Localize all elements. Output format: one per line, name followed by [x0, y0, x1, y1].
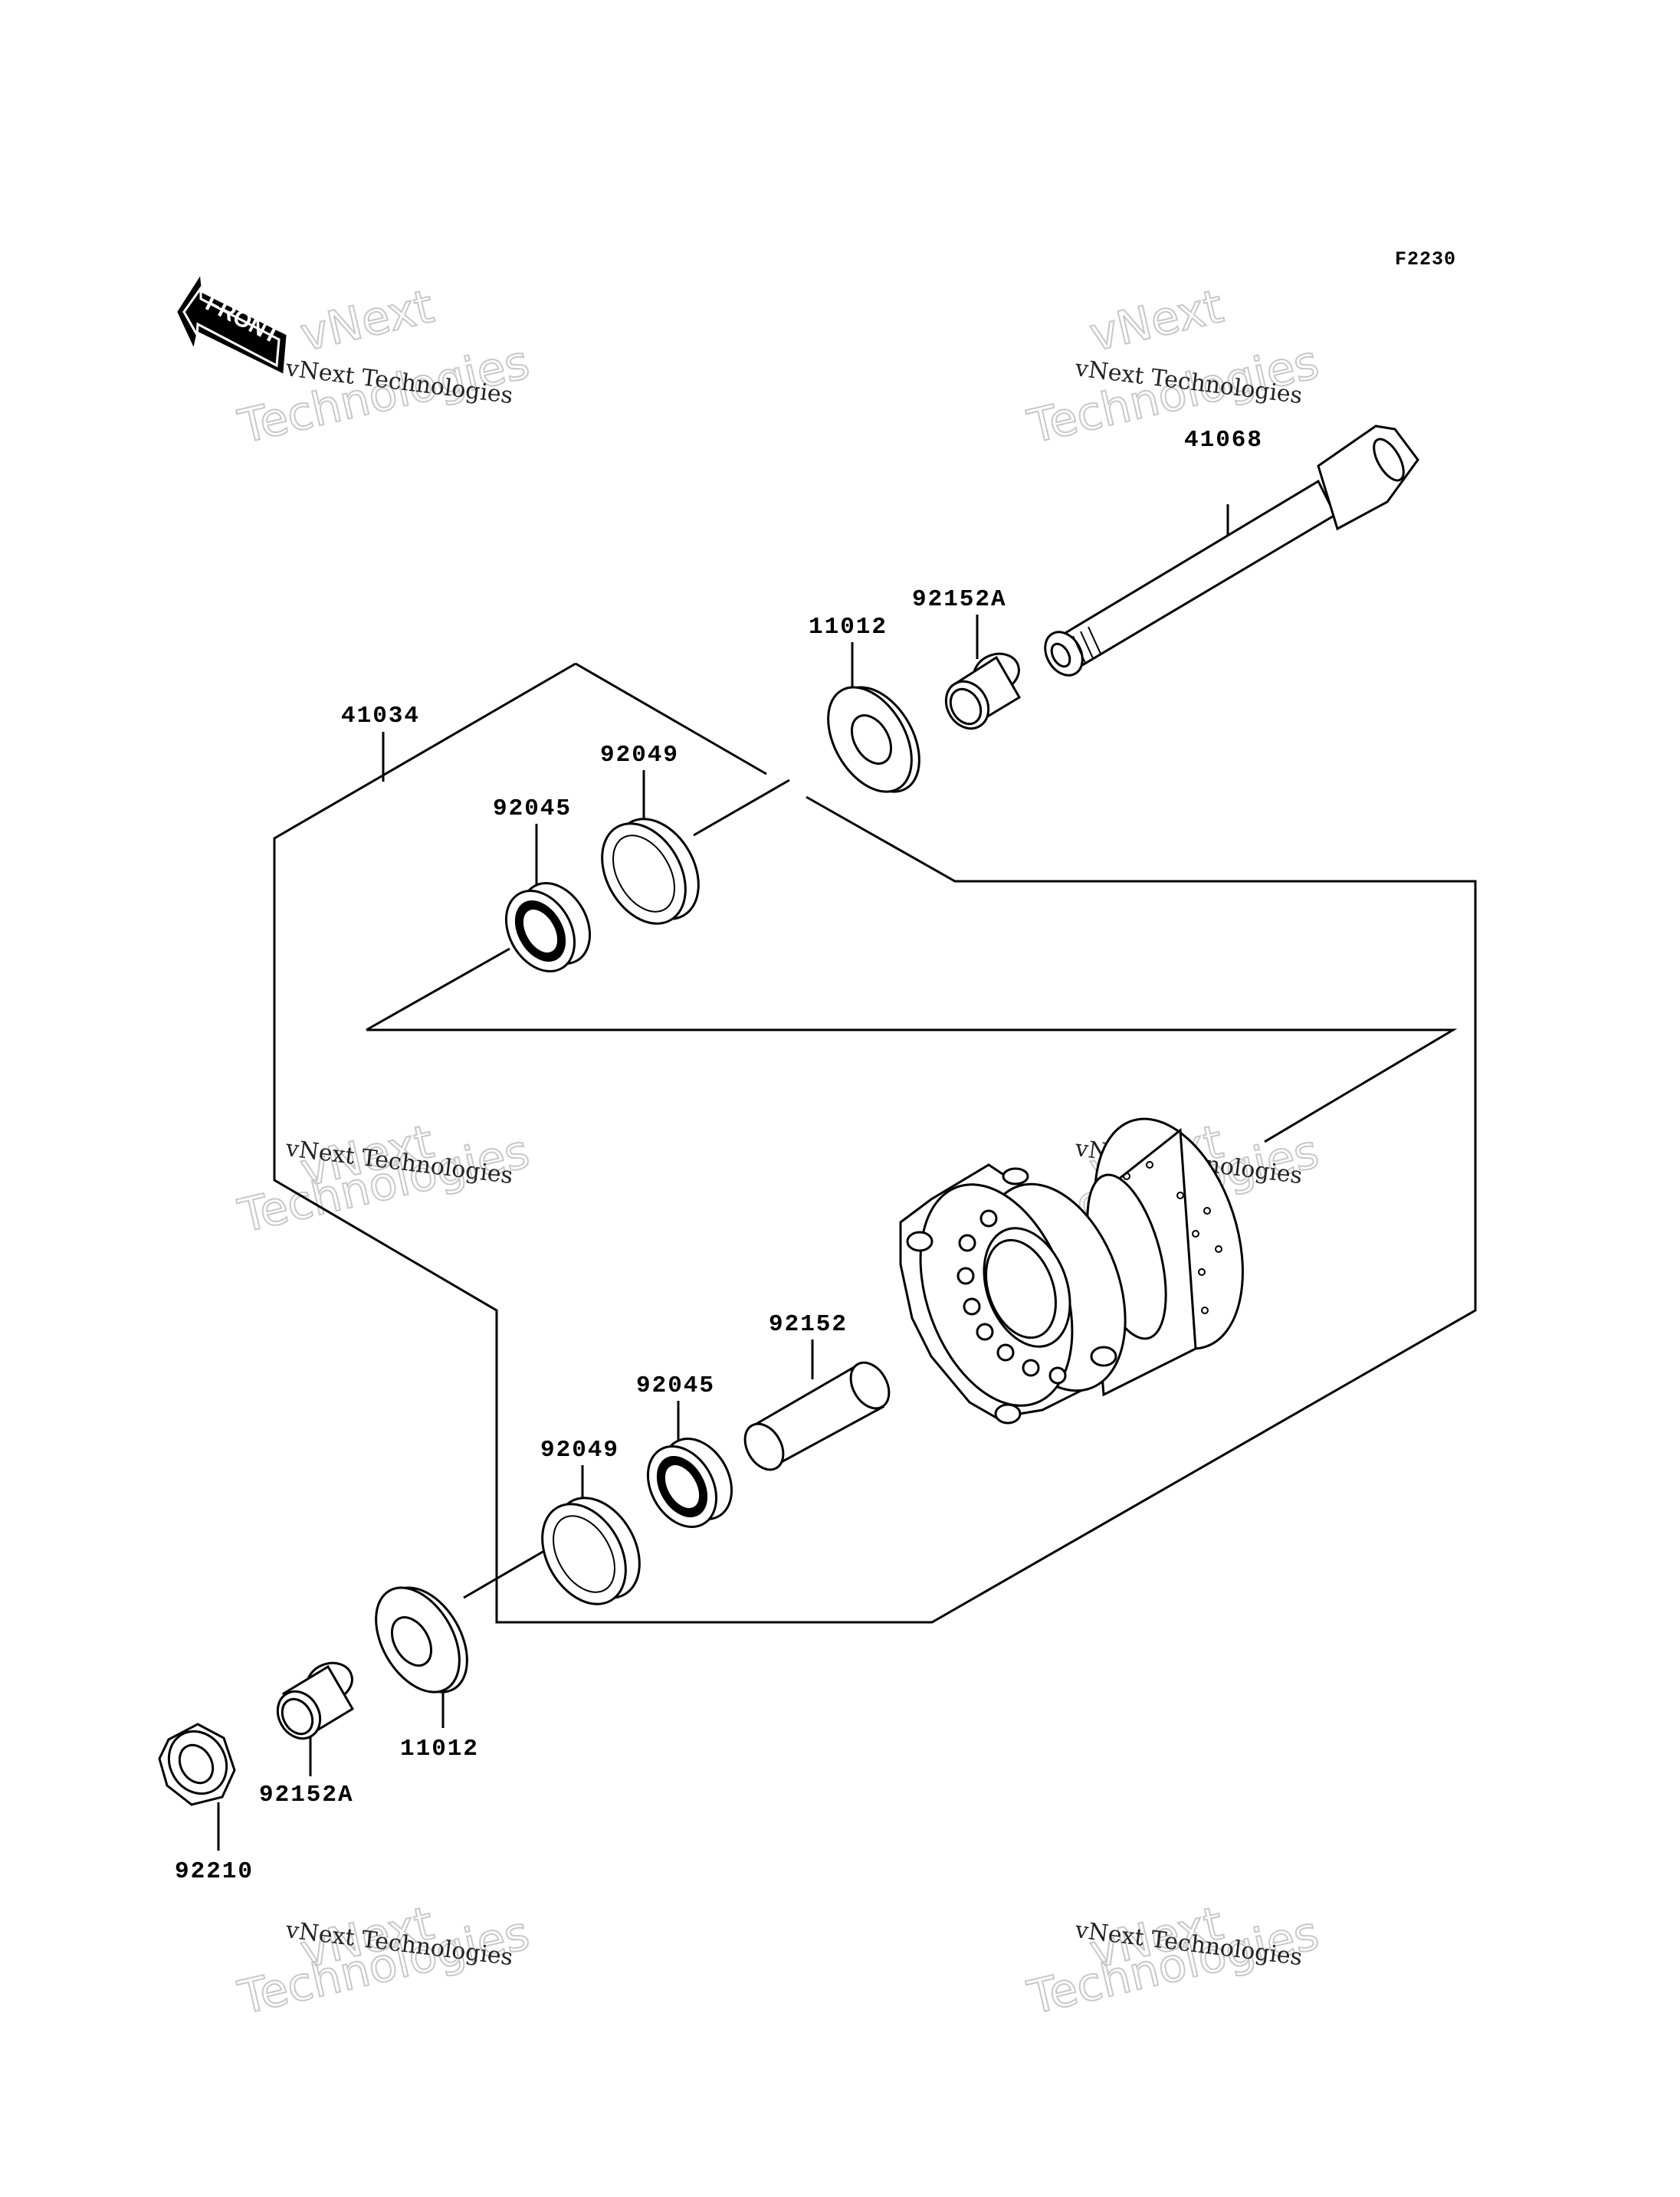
svg-text:vNext: vNext — [1085, 280, 1229, 362]
bearing-top-part — [504, 824, 592, 972]
bearing-bottom-part — [646, 1401, 733, 1528]
seal-top-part — [601, 770, 700, 925]
axis-line-lower — [463, 1544, 554, 1599]
front-arrow-icon: FRONT — [177, 276, 287, 374]
diagram-code: F2230 — [1395, 248, 1456, 271]
label-hub: 41034 — [341, 703, 420, 730]
cap-top-part — [827, 642, 920, 793]
label-axle: 41068 — [1184, 427, 1263, 454]
svg-text:vNext: vNext — [296, 280, 439, 362]
label-nut: 92210 — [175, 1858, 254, 1885]
spacer-part — [743, 1340, 891, 1471]
collar-top-part — [944, 615, 1022, 730]
label-spacer: 92152 — [769, 1311, 848, 1338]
axle-nut-part — [158, 1723, 236, 1851]
label-collar-bottom: 92152A — [259, 1782, 354, 1808]
axis-line-upper-left — [366, 947, 510, 1031]
label-cap-bottom: 11012 — [400, 1736, 479, 1763]
collar-bottom-part — [276, 1661, 355, 1776]
axis-line-upper-mid — [693, 779, 790, 837]
watermark-middle-left: vNext Technologies vNext Technologies — [233, 1114, 535, 1244]
watermark-top-right: vNext Technologies vNext Technologies — [1022, 279, 1324, 455]
label-collar-top: 92152A — [912, 586, 1007, 613]
wheel-hub-part — [899, 1117, 1244, 1425]
watermark-bottom-left: vNext Technologies vNext Technologies — [233, 1896, 535, 2026]
label-seal-bottom: 92049 — [540, 1437, 619, 1464]
watermark-bottom-right: vNext Technologies vNext Technologies — [1022, 1896, 1324, 2026]
label-cap-top: 11012 — [809, 614, 888, 641]
label-bearing-top: 92045 — [493, 795, 572, 822]
hub-assembly-outline — [273, 662, 1477, 1624]
axle-part — [1044, 425, 1419, 677]
label-bearing-bottom: 92045 — [636, 1372, 715, 1399]
seal-bottom-part — [541, 1465, 641, 1605]
label-seal-top: 92049 — [600, 742, 679, 769]
axis-line-top — [366, 1028, 1458, 1143]
cap-bottom-part — [375, 1586, 468, 1728]
hub-assembly-outline-gap — [575, 662, 767, 776]
